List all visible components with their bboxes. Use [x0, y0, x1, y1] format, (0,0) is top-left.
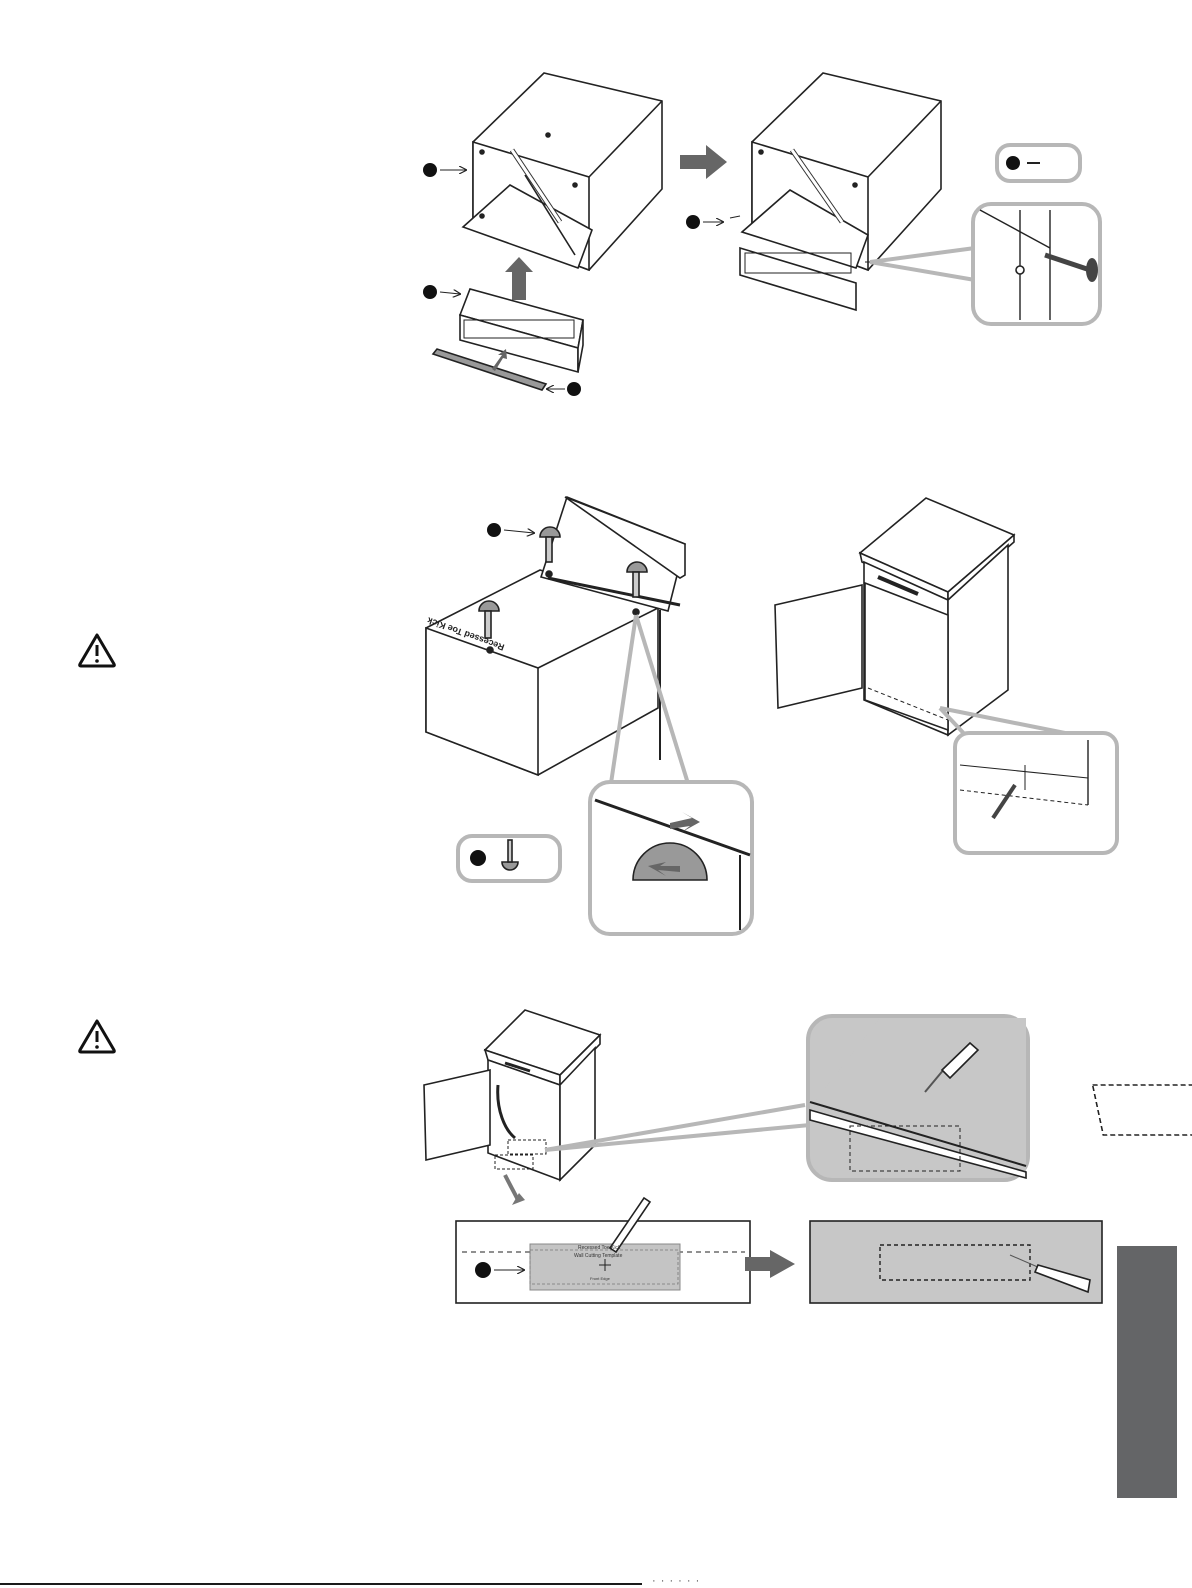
side-tab	[1117, 1246, 1177, 1498]
step-3-figure	[424, 1010, 1192, 1303]
detail-bubble-pencil	[955, 733, 1117, 853]
footer-rule	[0, 1583, 642, 1585]
footer-text: · · · · · ·	[652, 1575, 700, 1587]
template-label-line3: Front Edge	[590, 1276, 610, 1281]
callout-dot-a	[423, 163, 437, 177]
result-panel	[810, 1221, 1102, 1303]
base-cabinet-open	[775, 498, 1014, 735]
step-1-figure	[423, 73, 1100, 396]
template-label-line1: Recessed Toe Kick	[578, 1245, 620, 1251]
template-label-line2: Wall Cutting Template	[574, 1253, 622, 1259]
cabinet-upside-down-right	[740, 73, 941, 310]
cabinet-upside-down-left	[463, 73, 662, 270]
vent-duct-box	[460, 289, 583, 372]
step-2-figure: Recessed Toe Kick	[425, 497, 1117, 934]
warning-triangle-icon	[77, 1018, 117, 1054]
warning-triangle-icon	[77, 632, 117, 668]
detail-bubble-screw	[973, 204, 1100, 324]
